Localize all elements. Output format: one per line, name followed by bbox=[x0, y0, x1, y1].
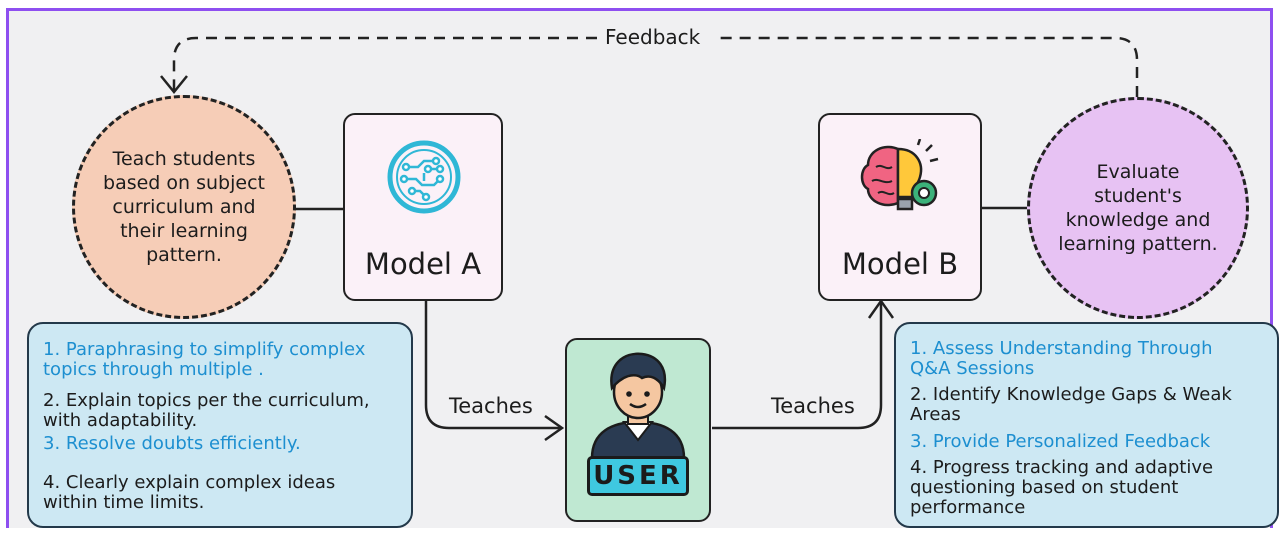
model-a-to-user-arrow-head bbox=[544, 414, 565, 442]
feedback-arrow-head bbox=[160, 75, 188, 94]
teach-circle: Teach students based on subject curricul… bbox=[72, 95, 296, 319]
list-item: 2. Identify Knowledge Gaps & Weak Areas bbox=[910, 384, 1232, 425]
user-avatar-icon bbox=[590, 352, 686, 458]
model-a-task-list: 1. Paraphrasing to simplify complex topi… bbox=[27, 322, 413, 528]
list-item: 3. Provide Personalized Feedback bbox=[910, 431, 1211, 452]
model-a-box: Model A bbox=[343, 113, 503, 301]
list-item: 1. Paraphrasing to simplify complex topi… bbox=[43, 339, 366, 380]
evaluate-circle-text: Evaluate student's knowledge and learnin… bbox=[1058, 161, 1218, 255]
model-b-task-list: 1. Assess Understanding Through Q&A Sess… bbox=[894, 322, 1279, 528]
user-to-model-b-arrow-head bbox=[867, 298, 895, 319]
list-item: 2. Explain topics per the curriculum, wi… bbox=[43, 390, 370, 431]
model-b-box: Model B bbox=[818, 113, 982, 301]
list-item: 1. Assess Understanding Through Q&A Sess… bbox=[910, 338, 1213, 379]
model-a-to-user-arrow bbox=[424, 300, 560, 430]
circuit-brain-icon bbox=[387, 140, 461, 214]
feedback-label: Feedback bbox=[601, 25, 705, 49]
model-a-label: Model A bbox=[364, 247, 482, 281]
model-a-teaches-label: Teaches bbox=[449, 394, 533, 418]
user-box: USER bbox=[565, 338, 711, 522]
list-item: 4. Progress tracking and adaptive questi… bbox=[910, 457, 1214, 518]
user-badge-text: USER bbox=[593, 461, 683, 491]
teach-circle-text: Teach students based on subject curricul… bbox=[103, 148, 265, 266]
list-item: 3. Resolve doubts efficiently. bbox=[43, 433, 301, 454]
feedback-loop-line bbox=[172, 36, 1139, 97]
model-b-label: Model B bbox=[841, 247, 959, 281]
evaluate-circle: Evaluate student's knowledge and learnin… bbox=[1027, 97, 1249, 319]
user-badge: USER bbox=[587, 456, 689, 496]
user-to-model-b-arrow bbox=[712, 302, 883, 430]
list-item: 4. Clearly explain complex ideas within … bbox=[43, 472, 336, 513]
brain-lightbulb-gear-icon bbox=[860, 139, 939, 211]
model-b-teaches-label: Teaches bbox=[771, 394, 855, 418]
